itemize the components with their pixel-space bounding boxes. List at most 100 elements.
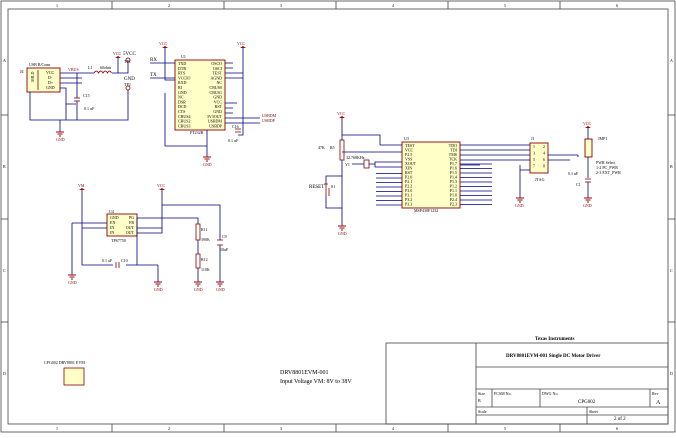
regulator-ref: U4 xyxy=(109,209,114,214)
pin-label: TCK xyxy=(449,157,457,162)
pin-label: OSCI xyxy=(213,66,223,71)
usb-shield-label: SHLD xyxy=(30,71,35,82)
mcu-right-nets xyxy=(460,163,492,205)
resistor-r11 xyxy=(195,223,201,241)
pin-label: CBUS4 xyxy=(178,114,190,119)
pin-label: P1.5 xyxy=(450,170,457,175)
net-vm: VM xyxy=(78,183,85,188)
notes-line-1: DRV8801EVM-001 xyxy=(280,370,329,376)
pin-label: VCCIO xyxy=(178,75,191,80)
pin-label: CBUS0 xyxy=(210,85,222,90)
sheet-value: 2 of 2 xyxy=(614,417,626,422)
pcb-ref-box xyxy=(63,367,85,386)
ground-symbol xyxy=(338,225,346,231)
pin-label: XIN xyxy=(405,166,412,171)
jtag-connector xyxy=(529,142,549,174)
ground-label: GND xyxy=(583,203,592,208)
usb-cap-value: 0.1 uF xyxy=(84,106,95,111)
ground-symbol xyxy=(203,156,211,162)
vcc-symbol xyxy=(162,46,168,48)
pin-label: P1.7 xyxy=(450,161,457,166)
mcu-section: U3 MSP430F1232 TESTVCCP2.5VSSXOUTXINRSTP… xyxy=(309,111,492,236)
pin-label: PG xyxy=(129,215,134,220)
tp2-net: GND xyxy=(124,77,135,82)
vcc-symbol xyxy=(240,46,246,48)
size-value: B xyxy=(478,398,481,403)
c9-value: 10uF xyxy=(220,247,229,252)
pin-label: 6 xyxy=(543,157,545,162)
ferrite-ref: L1 xyxy=(88,65,92,70)
col-label: 2 xyxy=(168,426,170,431)
size-label: Size xyxy=(478,391,485,396)
net-usbdp: USBDP xyxy=(262,118,276,123)
col-label: 5 xyxy=(504,3,506,8)
tp2-ref: TP2 xyxy=(124,82,131,87)
ground-label: GND xyxy=(194,287,203,292)
ftdi-name: FT232R xyxy=(190,130,204,135)
pin-label: CTS xyxy=(178,109,185,114)
pin-label: P1.1 xyxy=(450,188,457,193)
col-label: 3 xyxy=(280,426,282,431)
company-name: Texas Instruments xyxy=(535,337,574,342)
pin-label: VCC xyxy=(214,99,223,104)
ftdi-section: U1 FT232R TXDDTRRTSVCCIORXDRIGNDNCDSRDCD… xyxy=(150,41,277,167)
usb-pin-label: VCC xyxy=(46,70,55,75)
ftdi-pin-labels: TXDDTRRTSVCCIORXDRIGNDNCDSRDCDCTSCBUS4CB… xyxy=(178,61,223,128)
tp1-marker xyxy=(125,57,131,63)
rev-value: A xyxy=(656,400,661,406)
usb-pin-label: D- xyxy=(48,75,53,80)
net-vbus: VBUS xyxy=(68,67,79,72)
pin-label: DTR xyxy=(178,66,186,71)
pin-label: IN xyxy=(110,230,114,235)
c1-ref: C1 xyxy=(576,182,581,187)
ground-symbol xyxy=(216,281,224,287)
usb-name: USB B/Conn xyxy=(29,62,50,67)
ground-label: GND xyxy=(154,287,163,292)
reset-switch xyxy=(324,183,330,196)
pin-label: P2.4 xyxy=(450,197,457,202)
pin-label: CBUS2 xyxy=(178,119,190,124)
notes-line-2: Input Voltage VM: 8V to 38V xyxy=(280,379,352,385)
jumper-ref: JMP1 xyxy=(598,136,607,141)
r5-ref: R5 xyxy=(330,145,335,150)
pin-label: TMS xyxy=(449,152,457,157)
pin-label: P1.2 xyxy=(450,184,457,189)
row-label: C xyxy=(3,268,6,273)
resistor-r5 xyxy=(339,139,345,161)
ground-symbol xyxy=(516,197,524,203)
usb-pin-label: D+ xyxy=(48,80,54,85)
row-label: B xyxy=(3,164,6,169)
pin-label: RXD xyxy=(178,80,187,85)
title-block: Texas Instruments DRV8801EVM-001 Single … xyxy=(385,337,669,425)
ground-symbol xyxy=(584,197,592,203)
pin-label: TXD xyxy=(178,61,186,66)
ground-label: GND xyxy=(68,280,77,285)
usb-connector xyxy=(26,67,61,93)
pin-label: P1.4 xyxy=(450,175,457,180)
pcb-ref-label: CPG002 DRV8801 EVM xyxy=(44,360,85,365)
ground-label: GND xyxy=(338,231,347,236)
pin-label: VCC xyxy=(405,148,414,153)
jumper-option-2: 2-3 EXT_PWR xyxy=(596,170,621,175)
r12-value: 110K xyxy=(201,267,210,272)
r11-value: 390K xyxy=(201,237,210,242)
ftdi-ref: U1 xyxy=(181,54,186,59)
pin-label: DCD xyxy=(178,104,187,109)
col-label: 2 xyxy=(168,3,170,8)
rev-label: Rev xyxy=(652,391,658,396)
pin-label: P3.2 xyxy=(405,197,412,202)
mcu-chip xyxy=(401,141,461,209)
col-label: 4 xyxy=(392,426,394,431)
tp1-net: 5VCC xyxy=(123,52,136,57)
jtag-ref: J1 xyxy=(531,136,535,141)
pin-label: IN xyxy=(110,225,114,230)
pin-label: EN xyxy=(110,220,115,225)
row-label: A xyxy=(3,58,6,63)
crystal-ref: Y1 xyxy=(345,162,350,167)
pin-label: GND xyxy=(213,95,222,100)
pin-label: 7 xyxy=(533,164,535,169)
